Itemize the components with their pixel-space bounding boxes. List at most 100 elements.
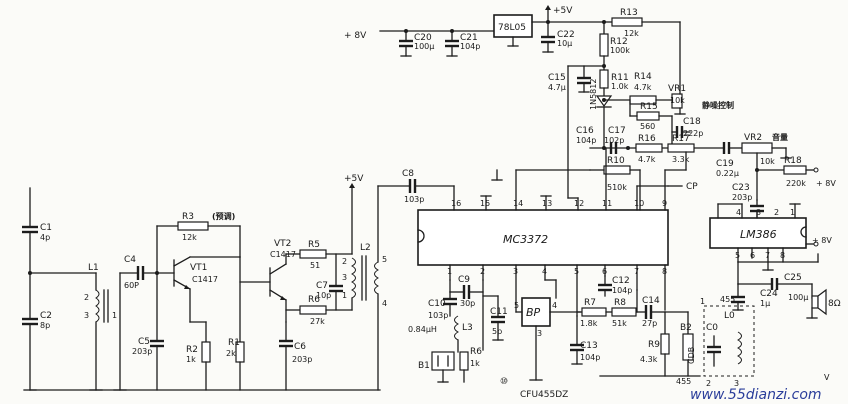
if-section: C9 30p C10 103p L3 0.84μH B1 R6 1k C11 5 xyxy=(408,275,830,400)
lm386-amplifier: LM386 4 3 2 1 5 6 7 8 + 8V C25 100μ xyxy=(709,203,841,319)
c13-ref: C13 xyxy=(580,341,598,351)
l1-pin: 3 xyxy=(84,311,89,320)
l2-pin: 5 xyxy=(382,255,387,264)
r5-ref: R5 xyxy=(308,240,320,250)
r17-ref: R17 xyxy=(672,134,690,144)
r3-val: 12k xyxy=(182,233,197,242)
bp-pin: 4 xyxy=(552,301,557,310)
plus5v-left-label: +5V xyxy=(344,174,364,184)
c9-val: 30p xyxy=(460,299,475,308)
power-supply-section: + 8V C20 100μ C21 104p 78L05 +5V xyxy=(344,5,681,89)
cp-label: CP xyxy=(686,182,698,192)
l1-ref: L1 xyxy=(88,263,99,273)
tuning-label: (预调) xyxy=(212,211,235,221)
l1-pin: 1 xyxy=(112,311,117,320)
c18-val: 222p xyxy=(683,129,703,138)
c8-val: 103p xyxy=(404,195,424,204)
squelch-af-network: R12 100k C15 4.7μ R11 1.0k 1N5812 R14 4.… xyxy=(548,21,836,219)
vt2-val: C1417 xyxy=(270,250,296,259)
c10-val: 103p xyxy=(428,311,448,320)
c17-ref: C17 xyxy=(608,126,626,136)
r7-ref: R7 xyxy=(584,298,596,308)
r14-ref: R14 xyxy=(634,72,652,82)
mc-pin-top: 11 xyxy=(602,199,612,208)
c4-val: 60P xyxy=(124,281,139,290)
lo-freq-label: 455 xyxy=(720,295,735,304)
bp-label: BP xyxy=(526,306,541,319)
watermark-text: www.55dianzi.com xyxy=(690,387,822,403)
bp-pin: 3 xyxy=(537,329,542,338)
r2-val: 1k xyxy=(186,355,196,364)
c7-ref: C7 xyxy=(316,281,328,291)
lm-pin-top: 4 xyxy=(736,208,741,217)
r8-val: 51k xyxy=(612,319,627,328)
c1-ref: C1 xyxy=(40,223,52,233)
c8-ref: C8 xyxy=(402,169,414,179)
c18-ref: C18 xyxy=(683,117,701,127)
lm386-label: LM386 xyxy=(740,228,777,241)
mc3372-label: MC3372 xyxy=(503,233,548,246)
c19-ref: C19 xyxy=(716,159,734,169)
vr2-val: 10k xyxy=(760,157,775,166)
r7-val: 1.8k xyxy=(580,319,598,328)
mc-pin-top: 16 xyxy=(451,199,461,208)
c9-ref: C9 xyxy=(458,275,470,285)
r15-ref: R15 xyxy=(640,102,658,112)
r3-ref: R3 xyxy=(182,212,194,222)
lm-pin-top: 3 xyxy=(756,208,761,217)
reg-label: 78L05 xyxy=(498,23,526,33)
vt1-val: C1417 xyxy=(192,275,218,284)
r5-val: 51 xyxy=(310,261,320,270)
lm-pin-top: 1 xyxy=(790,208,795,217)
c14-val: 27p xyxy=(642,319,657,328)
vr1-val: 10k xyxy=(670,96,685,105)
vt1-ref: VT1 xyxy=(190,263,207,273)
squelch-label: 静噪控制 xyxy=(702,100,734,110)
corner-v-label: V xyxy=(824,373,830,382)
r16-ref: R16 xyxy=(638,134,656,144)
vr2-ref: VR2 xyxy=(744,133,762,143)
r12-ref: R12 xyxy=(610,37,628,47)
b2-val: CDB xyxy=(687,347,696,364)
l1-pin: 2 xyxy=(84,293,89,302)
l2-pin: 4 xyxy=(382,299,387,308)
vt2-ref: VT2 xyxy=(274,239,291,249)
l0-pin: 1 xyxy=(700,297,705,306)
c10-ref: C10 xyxy=(428,299,446,309)
mc-pin-top: 15 xyxy=(480,199,490,208)
l0-pin: 2 xyxy=(706,379,711,388)
r18-ref: R18 xyxy=(784,156,802,166)
r15-val: 560 xyxy=(640,122,655,131)
c19-val: 0.22μ xyxy=(716,169,739,178)
r16-val: 4.7k xyxy=(638,155,656,164)
mc-pin-top: 12 xyxy=(574,199,584,208)
c17-val: 102p xyxy=(604,136,624,145)
l3-ref: L3 xyxy=(462,323,473,333)
c7-val: 10p xyxy=(316,291,331,300)
r10-val: 510k xyxy=(607,183,627,192)
c20-ref: C20 xyxy=(414,33,432,43)
plus5v-top-label: +5V xyxy=(553,6,573,16)
c15-val: 4.7μ xyxy=(548,83,566,92)
r6b-val: 1k xyxy=(470,359,480,368)
r2-ref: R2 xyxy=(186,345,198,355)
c16-val: 104p xyxy=(576,136,596,145)
r6-val: 27k xyxy=(310,317,325,326)
mc-pin-top: 13 xyxy=(542,199,552,208)
c5-val: 203p xyxy=(132,347,152,356)
l0-ref: L0 xyxy=(724,311,735,321)
l2-pin: 1 xyxy=(342,291,347,300)
c14-ref: C14 xyxy=(642,296,660,306)
c25-val: 100μ xyxy=(788,293,808,302)
c15-ref: C15 xyxy=(548,73,566,83)
c24-ref: C24 xyxy=(760,289,778,299)
c12-ref: C12 xyxy=(612,276,630,286)
r1-val: 2k xyxy=(226,349,236,358)
r12-val: 100k xyxy=(610,46,630,55)
c16-ref: C16 xyxy=(576,126,594,136)
speaker-icon xyxy=(817,288,827,316)
r18-val: 220k xyxy=(786,179,806,188)
r9-val: 4.3k xyxy=(640,355,658,364)
c2-val: 8p xyxy=(40,321,50,330)
